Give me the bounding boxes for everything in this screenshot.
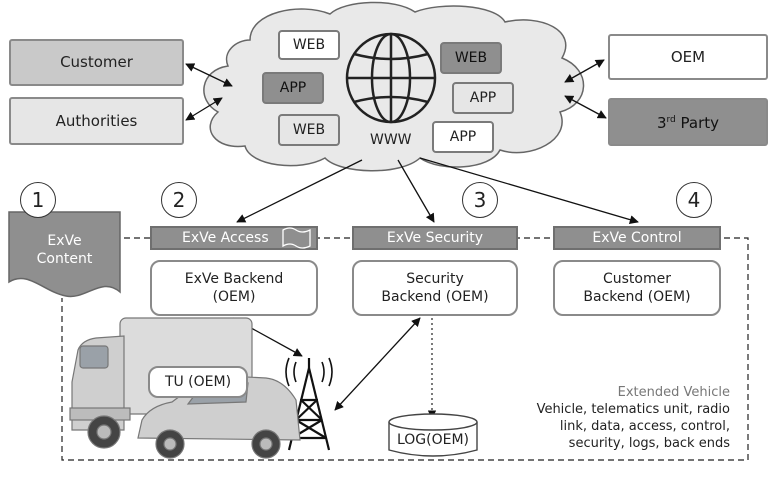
arrow-cloud-thirdparty: [564, 95, 607, 119]
exve-control-bar: ExVe Control: [553, 226, 721, 250]
third-party-label: 3rd Party: [656, 114, 720, 132]
customer-label: Customer: [60, 53, 133, 71]
number-badge: 3: [462, 182, 498, 218]
number-badge: 2: [161, 182, 197, 218]
tu-label: TU (OEM): [164, 374, 232, 390]
customer-backend-box: Customer Backend (OEM): [553, 260, 721, 316]
customer-box: Customer: [9, 39, 184, 86]
exve-content-label: ExVe Content: [36, 233, 93, 267]
log-database-icon: [388, 413, 478, 457]
oem-label: OEM: [670, 47, 706, 66]
arrow-cloud-security: [397, 159, 435, 223]
number-badge: 1: [20, 182, 56, 218]
exve-backend-box: ExVe Backend (OEM): [150, 260, 318, 316]
exve-access-bar: ExVe Access: [150, 226, 318, 250]
third-party-box: 3rd Party: [608, 98, 768, 146]
cloud-web-box: WEB: [278, 30, 340, 60]
log-label: LOG(OEM): [396, 432, 470, 448]
cloud-app-box: APP: [262, 72, 324, 104]
exve-access-label: ExVe Access: [182, 230, 269, 246]
security-backend-box: Security Backend (OEM): [352, 260, 518, 316]
extended-vehicle-boundary: [61, 237, 749, 461]
exve-control-label: ExVe Control: [592, 230, 682, 246]
arrow-cloud-access: [236, 159, 363, 223]
exve-security-label: ExVe Security: [386, 230, 484, 246]
oem-box: OEM: [608, 34, 768, 80]
cloud-app-box: APP: [432, 121, 494, 153]
cloud-web-box: WEB: [278, 114, 340, 146]
arrow-customer-cloud: [185, 63, 233, 87]
globe-icon: [345, 32, 437, 124]
extended-vehicle-description: Extended Vehicle Vehicle, telematics uni…: [480, 384, 730, 452]
exve-content-shape: [8, 211, 121, 298]
arrow-authorities-cloud: [185, 97, 223, 121]
exve-security-bar: ExVe Security: [352, 226, 518, 250]
authorities-label: Authorities: [55, 111, 138, 130]
www-label: WWW: [370, 132, 412, 148]
arrow-security-antenna: [334, 317, 421, 411]
arrow-cloud-oem: [564, 59, 605, 83]
cloud-web-box: WEB: [440, 42, 502, 74]
number-badge: 4: [676, 182, 712, 218]
authorities-box: Authorities: [9, 97, 184, 145]
arrow-cloud-control: [419, 157, 639, 225]
cloud-app-box: APP: [452, 82, 514, 114]
extended-vehicle-title: Extended Vehicle: [617, 385, 730, 400]
tu-box: TU (OEM): [148, 366, 248, 398]
